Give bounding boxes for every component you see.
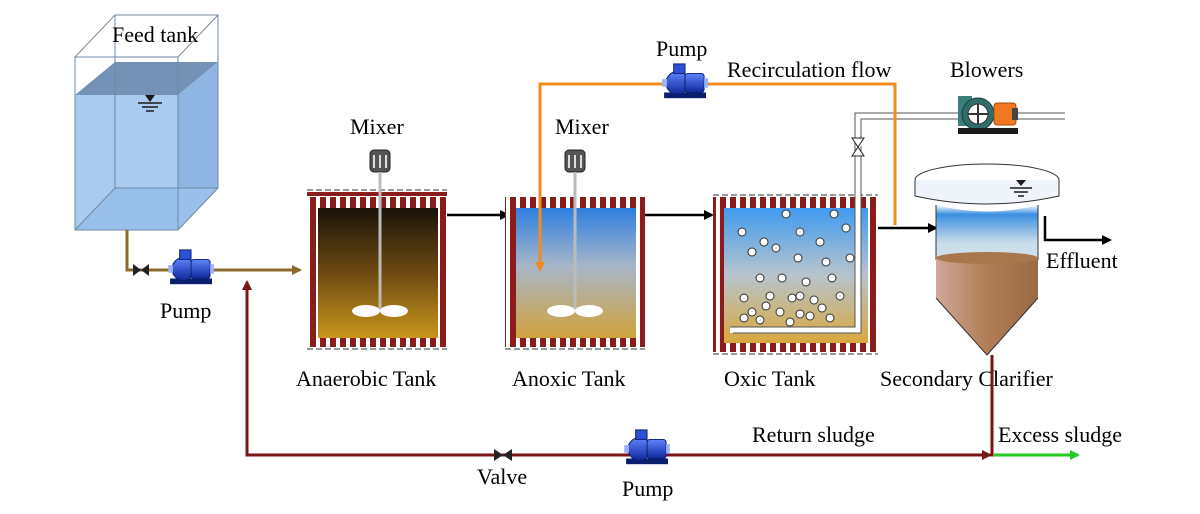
air-bubble [817,303,827,313]
recirculation-flow-label: Recirculation flow [727,57,891,82]
excess-sludge-label: Excess sludge [998,422,1122,447]
oxic-tank-label: Oxic Tank [724,366,816,391]
air-bubble [793,253,803,263]
feed-tank-label: Feed tank [112,22,198,47]
air-bubble [795,309,805,319]
feed-valve-icon [133,264,149,276]
air-bubble [829,209,839,219]
air-bubble [809,295,819,305]
return-valve-icon [494,449,512,461]
mixer-anaerobic-label: Mixer [350,114,404,139]
recirculation-pump-icon [662,63,709,99]
air-bubble [739,293,749,303]
aeration-pipe [730,143,862,334]
return-pump-label: Pump [622,476,673,501]
recirculation-pump-label: Pump [656,36,707,61]
anoxic-tank-label: Anoxic Tank [512,366,626,391]
air-bubbles [737,209,855,327]
air-bubble [801,277,811,287]
air-bubble [737,227,747,237]
air-bubble [845,253,855,263]
feed-pump-icon [168,249,215,285]
feed-pump-label: Pump [160,298,211,323]
air-valve-icon [851,137,865,157]
mixer-anaerobic-icon [352,149,408,317]
air-bubble [775,307,785,317]
air-bubble [765,291,775,301]
air-bubble [747,247,757,257]
air-bubble [821,257,831,267]
blowers-label: Blowers [950,57,1023,82]
air-bubble [777,273,787,283]
effluent-label: Effluent [1046,248,1118,273]
air-bubble [761,301,771,311]
air-bubble [795,291,805,301]
return-sludge-line [242,280,994,460]
anaerobic-tank [307,189,447,350]
air-bubble [827,273,837,283]
air-bubble [755,315,765,325]
feed-line [125,230,302,276]
air-bubble [771,243,781,253]
mixer-anoxic-label: Mixer [555,114,609,139]
water-level-icon [138,95,162,112]
return-pump-icon [624,429,671,465]
air-bubble [759,237,769,247]
air-bubble [825,313,835,323]
air-bubble [835,291,845,301]
air-bubble [739,313,749,323]
effluent-line [1043,216,1112,245]
secondary-clarifier-label: Secondary Clarifier [880,366,1054,391]
air-bubble [755,273,765,283]
recirculation-line [535,82,897,272]
blower-icon [958,96,1018,134]
feed-tank [73,14,220,231]
clarifier-water-level-icon [1010,180,1032,197]
air-bubble [815,237,825,247]
air-bubble [795,227,805,237]
secondary-clarifier [914,163,1060,356]
air-bubble [841,223,851,233]
air-bubble [787,293,797,303]
air-bubble [747,307,757,317]
air-bubble [785,317,795,327]
air-bubble [805,311,815,321]
mixer-anoxic-icon [547,149,603,317]
return-sludge-label: Return sludge [752,422,875,447]
valve-label: Valve [477,464,527,489]
air-bubble [781,209,791,219]
anaerobic-tank-label: Anaerobic Tank [296,366,436,391]
